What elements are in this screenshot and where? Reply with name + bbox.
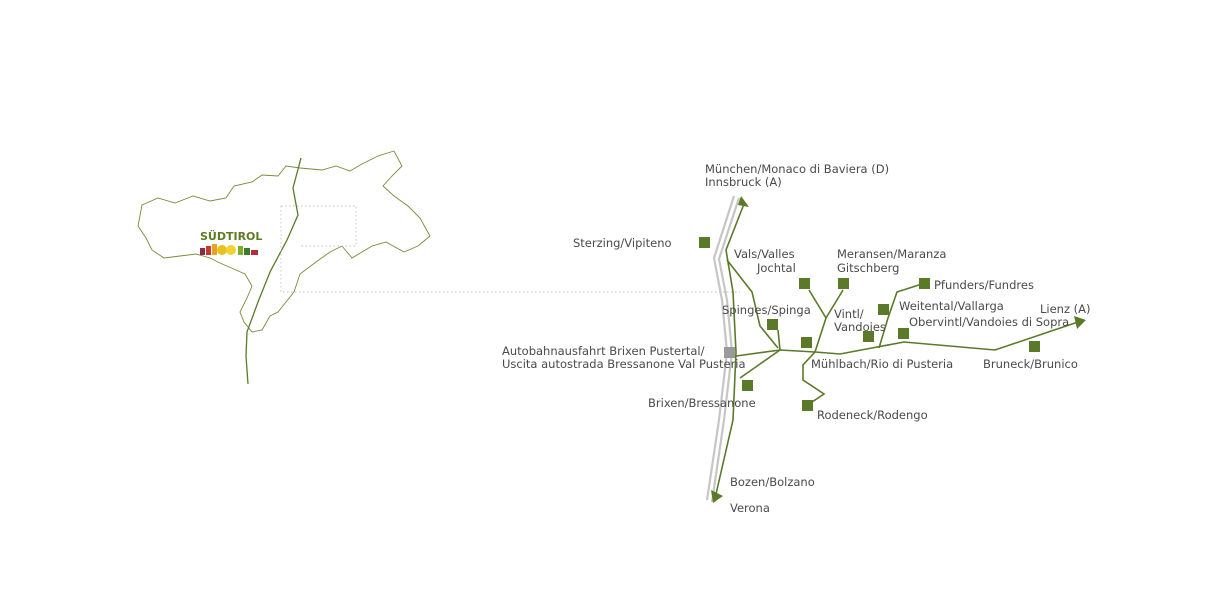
- label-vintl-line2: Vandoies: [834, 320, 886, 334]
- stop-brixen: [742, 380, 753, 391]
- stop-spinges: [767, 319, 778, 330]
- zoom-box: [280, 205, 740, 293]
- label-verona: Verona: [730, 501, 770, 515]
- route-pustertal: [735, 321, 1079, 357]
- route-spinges: [777, 329, 781, 351]
- stop-vintl: [863, 331, 874, 342]
- stop-meransen: [838, 278, 849, 289]
- south-tyrol-outline: [137, 150, 431, 333]
- label-meransen-line1: Meransen/Maranza: [837, 247, 946, 261]
- stop-muehlbach: [801, 337, 812, 348]
- route-network: [711, 196, 1086, 503]
- motorway: [705, 195, 741, 503]
- route-main-north-south: [715, 203, 745, 495]
- stop-rodeneck: [802, 400, 813, 411]
- east-arrow: [1074, 316, 1086, 329]
- route-meransen: [808, 289, 844, 353]
- stop-weitental: [878, 304, 889, 315]
- logo-wordmark: SÜDTIROL: [200, 229, 262, 243]
- route-vals-branch: [726, 259, 779, 349]
- place-labels: München/Monaco di Baviera (D) Innsbruck …: [502, 162, 1091, 515]
- stop-sterzing: [699, 237, 710, 248]
- label-pfunders: Pfunders/Fundres: [934, 278, 1034, 292]
- label-meransen-line2: Gitschberg: [837, 261, 899, 275]
- label-obervintl: Obervintl/Vandoies di Sopra: [909, 315, 1069, 329]
- label-exit-line1: Autobahnausfahrt Brixen Pustertal/: [502, 344, 705, 358]
- south-tyrol-overview: SÜDTIROL: [137, 150, 740, 385]
- label-spinges: Spinges/Spinga: [722, 303, 811, 317]
- label-vals-line2: Jochtal: [756, 261, 796, 275]
- label-brixen: Brixen/Bressanone: [648, 396, 756, 410]
- overview-highway: [245, 157, 302, 385]
- label-bruneck: Bruneck/Brunico: [983, 357, 1078, 371]
- label-vals-line1: Vals/Valles: [734, 247, 795, 261]
- stop-pfunders: [919, 278, 930, 289]
- route-pfunders: [878, 283, 923, 349]
- route-rodeneck: [802, 351, 826, 405]
- stops: [699, 237, 1040, 411]
- logo-mountains: [200, 244, 258, 255]
- motorway-exit-marker: [724, 347, 735, 358]
- label-muehlbach: Mühlbach/Rio di Pusteria: [811, 357, 953, 371]
- stop-bruneck: [1029, 341, 1040, 352]
- stop-vals: [799, 278, 810, 289]
- motorway-lane-right: [710, 197, 741, 503]
- label-exit-line2: Uscita autostrada Bressanone Val Pusteri…: [502, 357, 746, 371]
- stop-obervintl: [898, 328, 909, 339]
- motorway-lane-left: [705, 195, 736, 501]
- south-arrow: [711, 490, 723, 503]
- route-brixen-connector: [739, 349, 781, 379]
- label-north-line2: Innsbruck (A): [705, 175, 782, 189]
- label-lienz: Lienz (A): [1040, 302, 1091, 316]
- label-vintl-line1: Vintl/: [834, 307, 864, 321]
- north-arrow: [738, 196, 749, 207]
- suedtirol-logo: SÜDTIROL: [200, 229, 262, 255]
- label-weitental: Weitental/Vallarga: [899, 299, 1004, 313]
- label-sterzing: Sterzing/Vipiteno: [573, 236, 672, 250]
- label-north-line1: München/Monaco di Baviera (D): [705, 162, 889, 176]
- label-bozen: Bozen/Bolzano: [730, 475, 815, 489]
- label-rodeneck: Rodeneck/Rodengo: [817, 408, 928, 422]
